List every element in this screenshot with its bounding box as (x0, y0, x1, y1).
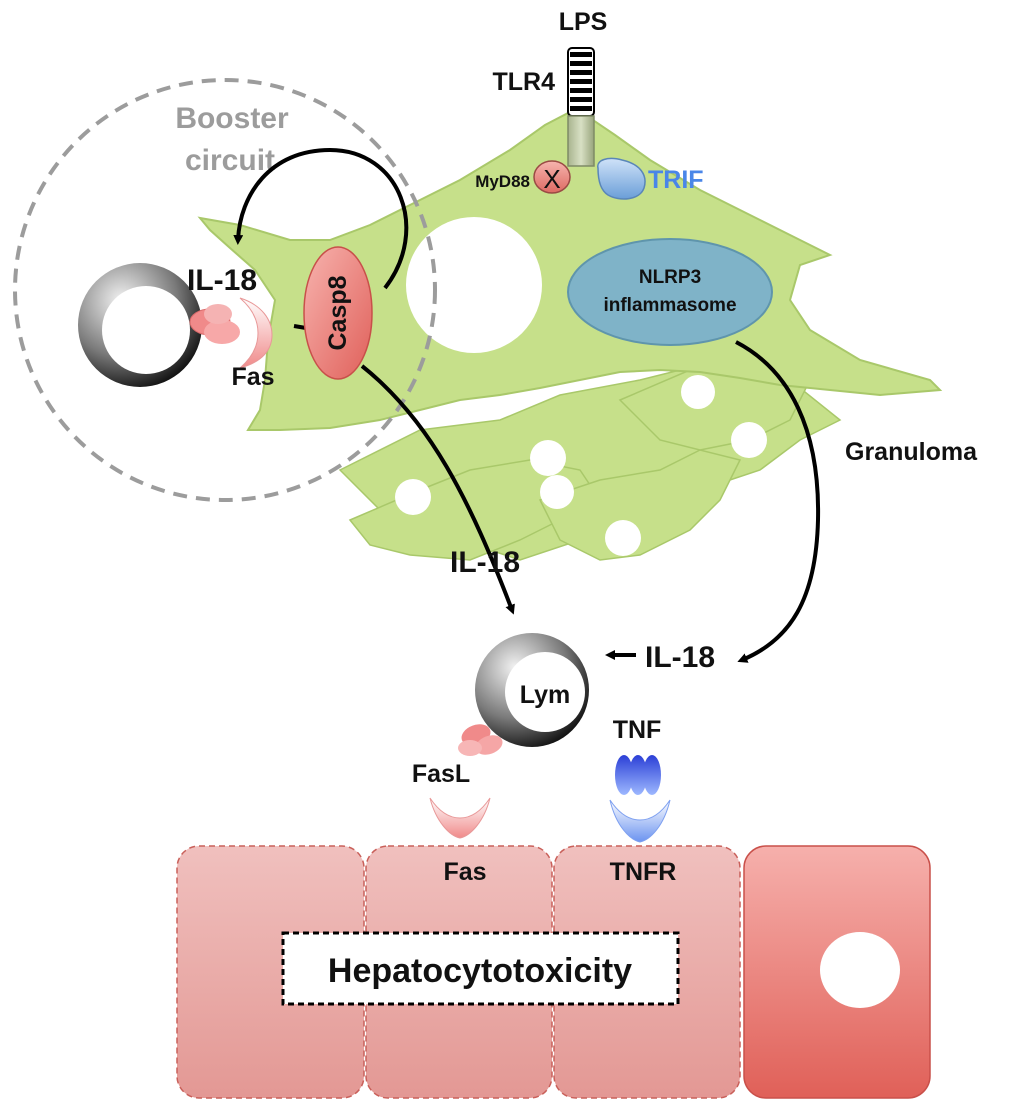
tnf-label: TNF (613, 716, 662, 744)
booster-fas-receptor (239, 297, 273, 369)
myd88-label: MyD88 (475, 172, 530, 191)
central-lymphocyte (475, 633, 589, 747)
fas-casp8-link (293, 324, 307, 330)
granuloma-nucleus-6 (731, 422, 767, 458)
myd88-adaptor: X (533, 160, 571, 194)
booster-il18-label: IL-18 (187, 264, 257, 297)
granuloma-cells (338, 359, 842, 561)
granuloma-nucleus-1 (395, 479, 431, 515)
nlrp3-to-il18-arrow (735, 340, 821, 663)
il18-right-label: IL-18 (645, 641, 715, 674)
myd88-blocked-x: X (543, 164, 560, 194)
fas-receptor-bottom (429, 797, 491, 839)
casp8-enzyme (303, 246, 373, 380)
booster-label-line1: Booster (175, 102, 289, 135)
tnf-ligand (615, 755, 661, 795)
lym-label: Lym (520, 681, 570, 709)
nlrp3-label-line1: NLRP3 (639, 267, 701, 288)
fasl-ligand (458, 724, 503, 756)
booster-lymphocyte (78, 263, 202, 387)
booster-loop-arrow (233, 147, 409, 290)
casp8-label: Casp8 (324, 275, 352, 350)
nlrp3-label-line2: inflammasome (603, 295, 736, 316)
granuloma-nucleus-3 (540, 475, 574, 509)
hepatocytotoxicity-box (281, 931, 680, 1006)
granuloma-nucleus-4 (605, 520, 641, 556)
granuloma-cell-3 (538, 449, 742, 561)
granuloma-nucleus-2 (530, 440, 566, 476)
casp8-to-lym-arrow (360, 364, 515, 615)
macrophage-nucleus (406, 217, 542, 353)
booster-label-line2: circuit (185, 144, 275, 177)
nlrp3-inflammasome (567, 238, 773, 346)
fasl-label: FasL (412, 760, 470, 788)
trif-label: TRIF (648, 166, 704, 194)
tlr4-receptor (567, 47, 595, 167)
granuloma-nucleus-5 (681, 375, 715, 409)
fas-bottom-label: Fas (443, 858, 486, 886)
lps-label: LPS (559, 8, 608, 36)
hepatocyte-nucleus (820, 932, 900, 1008)
granuloma-label: Granuloma (845, 438, 978, 466)
hepatocytotoxicity-label: Hepatocytotoxicity (328, 952, 632, 990)
macrophage-cell (197, 110, 943, 431)
trif-adaptor (597, 157, 646, 200)
tnfr-label: TNFR (610, 858, 677, 886)
booster-il18-ligand (189, 304, 240, 344)
booster-circuit-ring (13, 78, 437, 502)
il18-mid-label: IL-18 (450, 546, 520, 579)
tnfr-receptor (609, 799, 671, 843)
booster-fas-label: Fas (231, 363, 274, 391)
tlr4-label: TLR4 (493, 68, 556, 96)
